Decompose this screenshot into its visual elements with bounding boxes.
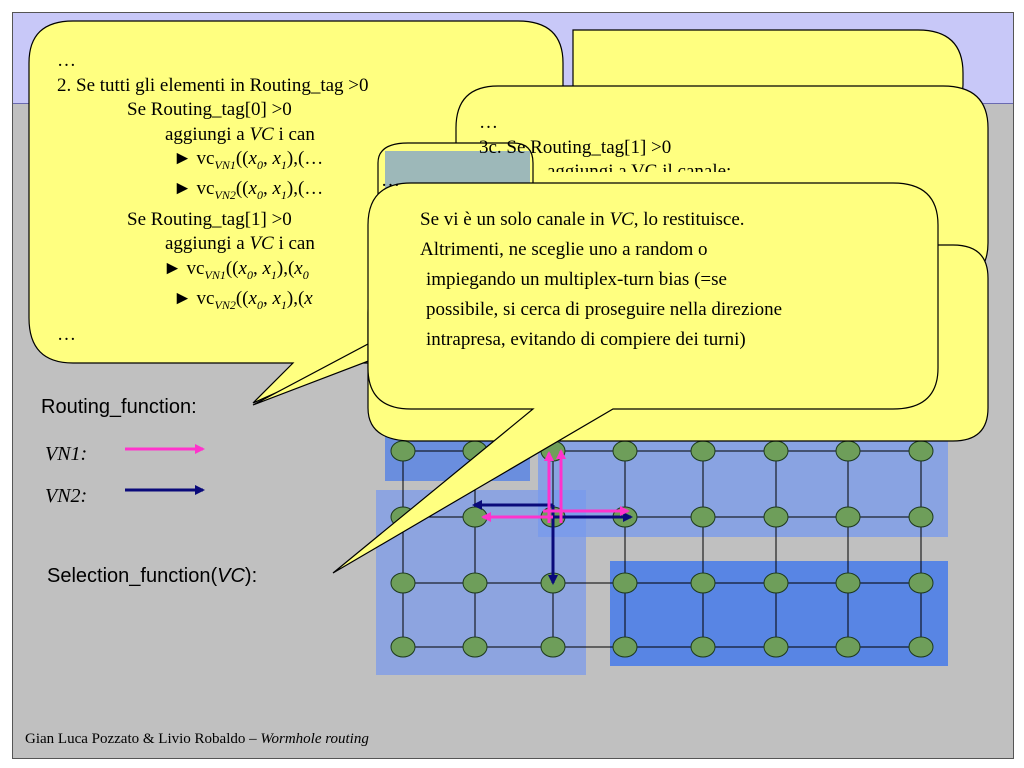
routing-tag1-condition: Se Routing_tag[1] >0 — [127, 208, 292, 230]
selection-line-1: Se vi è un solo canale in VC, lo restitu… — [420, 209, 745, 230]
mesh-node — [763, 572, 789, 594]
diagram-canvas — [28, 20, 989, 675]
mesh-node — [908, 440, 934, 462]
routing-tag0-vc-vn1: ► vcVN1((x0, x1),(… — [173, 148, 324, 172]
routing-steps-text: … 2. Se tutti gli elementi in Routing_ta… — [57, 49, 369, 348]
routing-tag1-add: aggiungi a VC i can — [165, 233, 315, 255]
routing-steps-ellipsis-top: … — [57, 50, 76, 71]
selection-line-3: impiegando un multiplex-turn bias (=se — [426, 269, 727, 290]
mesh-node — [612, 440, 638, 462]
mesh-node — [835, 440, 861, 462]
step-3c-condition: 3c. Se Routing_tag[1] >0 — [479, 136, 672, 158]
mesh-node — [462, 636, 488, 658]
mesh-node — [908, 572, 934, 594]
mesh-node — [763, 506, 789, 528]
mesh-network — [390, 440, 934, 658]
routing-tag1-vc-vn1: ► vcVN1((x0, x1),(x0 — [163, 257, 309, 282]
mesh-node — [390, 636, 416, 658]
mesh-node — [908, 506, 934, 528]
footer: Gian Luca Pozzato & Livio Robaldo – Worm… — [25, 731, 369, 747]
mesh-node — [612, 636, 638, 658]
mesh-node — [462, 572, 488, 594]
mesh-regions — [376, 423, 948, 675]
step-3c-add: aggiungi a VC il canale: — [547, 161, 732, 172]
mesh-node — [763, 636, 789, 658]
mesh-node — [835, 506, 861, 528]
vn1-label: VN1: — [45, 443, 88, 465]
step-3c-ellipsis: … — [479, 112, 498, 133]
mesh-node — [690, 440, 716, 462]
selection-function-label: Selection_function(VC): — [47, 565, 258, 587]
mesh-node — [908, 636, 934, 658]
routing-tag0-condition: Se Routing_tag[0] >0 — [127, 99, 292, 120]
mesh-node — [763, 440, 789, 462]
mesh-node — [612, 572, 638, 594]
routing-arrows — [472, 449, 633, 585]
mesh-node — [835, 636, 861, 658]
routing-tag0-vc-vn2: ► vcVN2((x0, x1),(… — [173, 178, 324, 203]
selection-line-5: intrapresa, evitando di compiere dei tur… — [426, 329, 746, 350]
slide: … 2. Se tutti gli elementi in Routing_ta… — [12, 12, 1014, 759]
mesh-node — [390, 440, 416, 462]
selection-line-4: possibile, si cerca di proseguire nella … — [426, 299, 783, 320]
small-bubble-text: … — [381, 170, 400, 191]
mesh-node — [690, 506, 716, 528]
routing-step-2: 2. Se tutti gli elementi in Routing_tag … — [57, 74, 369, 96]
mesh-node — [690, 636, 716, 658]
mesh-node — [835, 572, 861, 594]
mesh-node — [690, 572, 716, 594]
vn2-label: VN2: — [45, 485, 88, 507]
selection-explanation-text: Se vi è un solo canale in VC, lo restitu… — [420, 205, 782, 355]
routing-steps-ellipsis-bottom: … — [57, 324, 76, 346]
mesh-node — [390, 572, 416, 594]
routing-tag0-add: aggiungi a VC i can — [165, 123, 315, 145]
mesh-node — [540, 636, 566, 658]
routing-function-label: Routing_function: — [41, 396, 197, 418]
region-upper-right — [538, 431, 948, 537]
selection-line-2: Altrimenti, ne sceglie uno a random o — [420, 239, 708, 260]
callout-bubble-selection — [332, 182, 939, 574]
step-3c-text: … 3c. Se Routing_tag[1] >0 aggiungi a VC… — [479, 111, 731, 172]
routing-tag1-vc-vn2: ► vcVN2((x0, x1),(x — [173, 287, 313, 312]
